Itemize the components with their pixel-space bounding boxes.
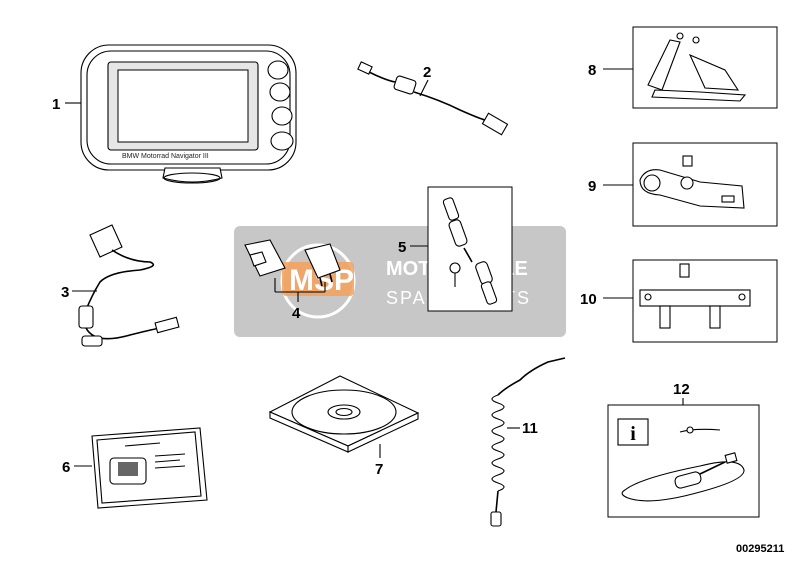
part-11-coiled-cable[interactable] (490, 357, 566, 527)
callout-3: 3 (61, 284, 69, 301)
device-label: BMW Motorrad Navigator III (122, 153, 209, 160)
callout-10: 10 (580, 291, 597, 308)
callout-2: 2 (423, 64, 431, 81)
diagram-reference-number: 00295211 (736, 543, 784, 555)
callout-7: 7 (375, 461, 383, 478)
callout-11: 11 (522, 420, 538, 437)
part-12-info-kit[interactable]: i (607, 404, 760, 518)
callout-8: 8 (588, 62, 596, 79)
callout-6: 6 (62, 459, 70, 476)
part-5-mounting-kit[interactable] (427, 186, 513, 312)
part-8-mount-bracket[interactable] (632, 26, 778, 109)
part-6-manual[interactable] (91, 427, 208, 509)
part-3-power-adapter[interactable] (78, 224, 180, 347)
callout-12: 12 (673, 381, 690, 398)
part-10-bracket-plate[interactable] (632, 259, 778, 343)
callout-5: 5 (398, 239, 406, 256)
part-4-plug-adapters[interactable] (244, 239, 341, 302)
callout-9: 9 (588, 178, 596, 195)
part-9-handlebar-bracket[interactable] (632, 142, 778, 227)
info-icon: i (630, 423, 636, 445)
part-2-cable[interactable] (357, 61, 509, 136)
part-7-software-cd[interactable] (268, 375, 420, 453)
callout-4: 4 (292, 305, 301, 322)
callout-1: 1 (52, 96, 60, 113)
part-1-navigator[interactable]: BMW Motorrad Navigator III (80, 44, 297, 184)
